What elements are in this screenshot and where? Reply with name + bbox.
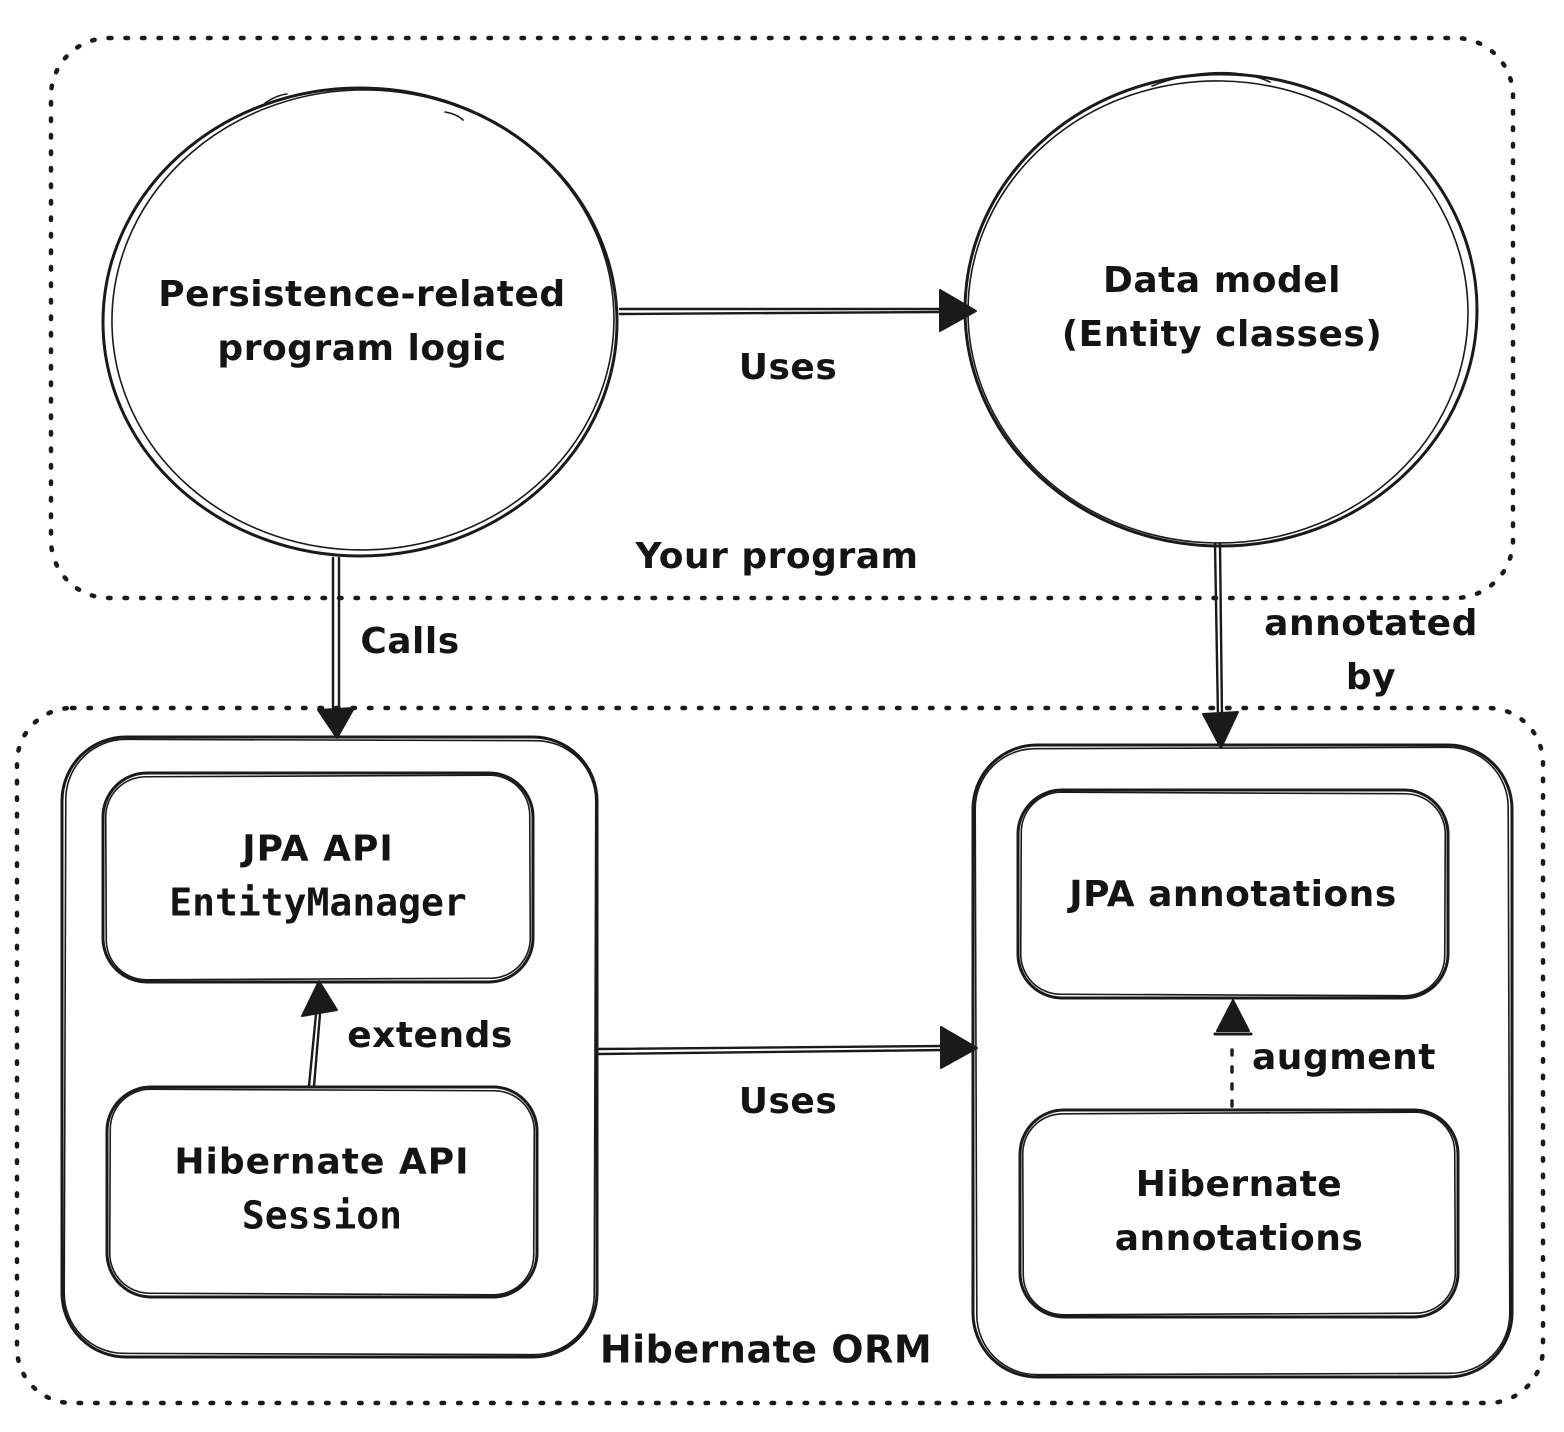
entitymanager-class-name: EntityManager	[169, 880, 467, 925]
annotations-container-shape	[971, 743, 1514, 1379]
jpa-api-title: JPA API	[242, 828, 394, 870]
hibernate-api-box-label: Hibernate API Session	[174, 1141, 469, 1240]
hibernate-api-box-shape	[105, 1085, 539, 1299]
hibernate-orm-group-frame	[14, 705, 1546, 1406]
hibernate-orm-group-label: Hibernate ORM	[599, 1327, 933, 1372]
uses-top-edge-label: Uses	[738, 347, 838, 388]
your-program-group-label: Your program	[635, 536, 919, 577]
extends-edge-label: extends	[347, 1015, 513, 1056]
annotated-by-arrow	[1202, 542, 1239, 749]
jpa-annotations-label: JPA annotations	[1069, 874, 1397, 915]
uses-bottom-edge-label: Uses	[738, 1081, 838, 1122]
jpa-annotations-box-shape	[1016, 788, 1450, 1000]
session-class-name: Session	[241, 1193, 403, 1238]
data-model-label: Data model (Entity classes)	[1061, 260, 1383, 355]
hibernate-annotations-label: Hibernate annotations	[1114, 1164, 1364, 1259]
uses-bottom-arrow	[597, 1026, 978, 1069]
persistence-logic-node-shape	[101, 86, 619, 558]
uses-top-arrow	[618, 289, 977, 332]
extends-arrow	[301, 980, 338, 1088]
api-container-shape	[60, 735, 599, 1359]
your-program-group-frame	[48, 35, 1516, 601]
augment-edge-label: augment	[1252, 1037, 1436, 1078]
hibernate-api-title: Hibernate API	[174, 1141, 470, 1183]
jpa-api-box-label: JPA API EntityManager	[169, 828, 466, 927]
persistence-logic-label: Persistence-related program logic	[158, 274, 566, 369]
annotated-by-edge-label: annotated by	[1264, 603, 1478, 698]
augment-arrow	[1213, 999, 1253, 1108]
calls-arrow	[317, 556, 355, 739]
hibernate-annotations-box-shape	[1018, 1108, 1460, 1319]
calls-edge-label: Calls	[360, 621, 460, 662]
